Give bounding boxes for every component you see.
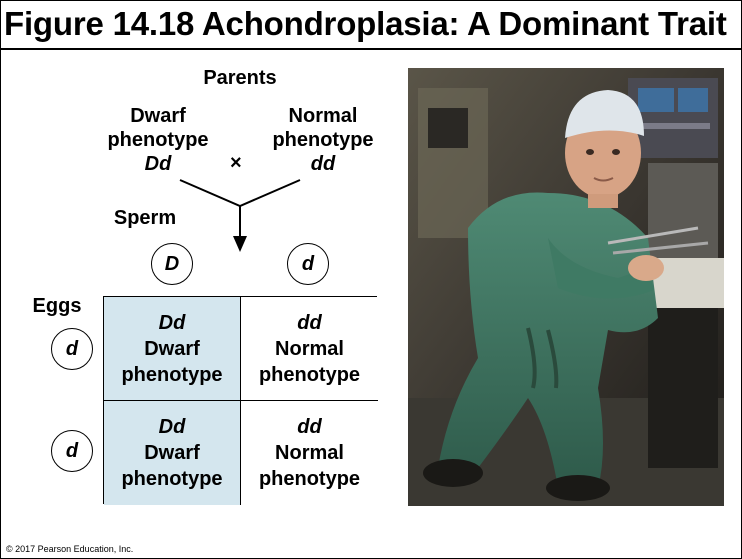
- title-divider: [0, 48, 742, 50]
- surgeon-photo: [408, 68, 724, 506]
- parent-right-label: Normal phenotype dd: [258, 104, 388, 176]
- parent-left-line2: phenotype: [88, 128, 228, 152]
- parent-left-line1: Dwarf: [88, 104, 228, 128]
- cross-arrow: [170, 176, 310, 256]
- eggs-heading: Eggs: [22, 294, 92, 318]
- sperm-heading: Sperm: [100, 206, 190, 230]
- cross-lines: [180, 180, 300, 206]
- cell-phenotype-line1: Normal: [275, 336, 344, 362]
- cross-symbol: ×: [230, 152, 242, 175]
- cell-phenotype-line2: phenotype: [121, 466, 222, 492]
- parent-left-label: Dwarf phenotype Dd: [88, 104, 228, 176]
- cell-genotype: dd: [297, 310, 321, 336]
- cell-genotype: Dd: [159, 414, 186, 440]
- cell-phenotype-line1: Dwarf: [144, 336, 200, 362]
- photo-illustration: [408, 68, 724, 506]
- sperm-allele-1: D: [151, 243, 193, 285]
- punnett-square: Dd Dwarf phenotype dd Normal phenotype D…: [103, 296, 377, 504]
- copyright-notice: © 2017 Pearson Education, Inc.: [6, 544, 133, 554]
- sperm-allele-2: d: [287, 243, 329, 285]
- figure-title: Figure 14.18 Achondroplasia: A Dominant …: [4, 4, 738, 44]
- egg-allele-2: d: [51, 430, 93, 472]
- cell-phenotype-line2: phenotype: [259, 466, 360, 492]
- punnett-cell-r2c2: dd Normal phenotype: [241, 401, 378, 505]
- parent-right-line1: Normal: [258, 104, 388, 128]
- parent-left-genotype: Dd: [88, 152, 228, 176]
- parent-right-line2: phenotype: [258, 128, 388, 152]
- cell-phenotype-line2: phenotype: [121, 362, 222, 388]
- punnett-cell-r1c1: Dd Dwarf phenotype: [104, 297, 241, 401]
- cell-genotype: dd: [297, 414, 321, 440]
- parent-right-genotype: dd: [258, 152, 388, 176]
- punnett-cell-r2c1: Dd Dwarf phenotype: [104, 401, 241, 505]
- parents-heading: Parents: [180, 66, 300, 90]
- egg-allele-1: d: [51, 328, 93, 370]
- cell-phenotype-line1: Normal: [275, 440, 344, 466]
- arrow-head: [233, 236, 247, 252]
- cell-phenotype-line2: phenotype: [259, 362, 360, 388]
- cell-phenotype-line1: Dwarf: [144, 440, 200, 466]
- punnett-cell-r1c2: dd Normal phenotype: [241, 297, 378, 401]
- cell-genotype: Dd: [159, 310, 186, 336]
